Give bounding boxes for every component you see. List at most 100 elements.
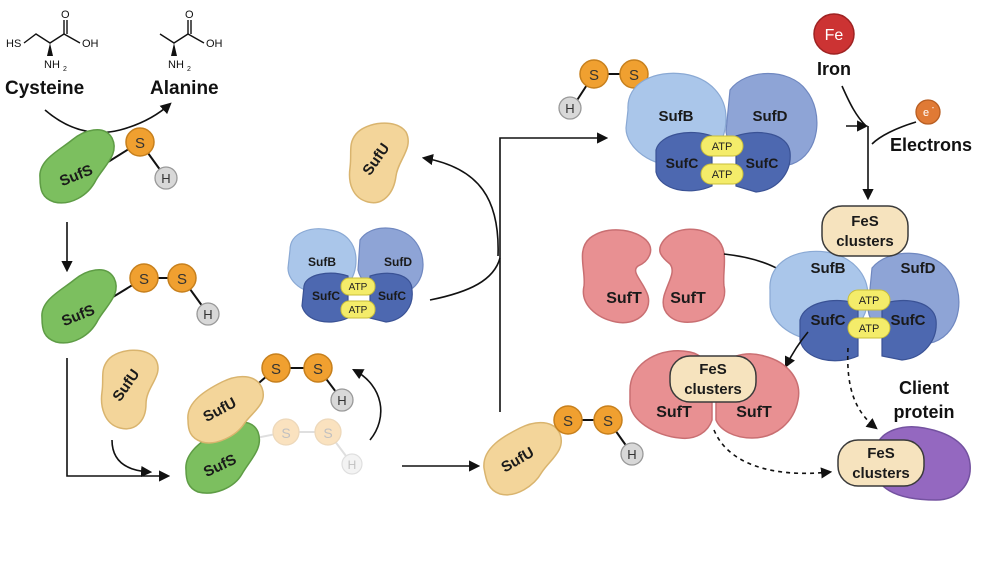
cysteine-structure: HS O OH NH 2 Cysteine [5,9,99,99]
sufu-free-left: SufU [100,349,159,430]
iron-label: Iron [817,59,851,79]
hydrogen-atom [196,302,220,326]
sulfur-atom [579,59,609,89]
fes-cluster [837,439,925,487]
top-sufbcd-complex: S S H SufB SufD SufC SufC ATP ATP [558,59,818,193]
atp-molecule [847,317,891,339]
sufd-label: SufD [384,255,412,269]
svg-text:2: 2 [187,66,191,73]
sufc-label: SufC [312,289,340,303]
sufc-subunit [799,299,859,362]
hydrogen-atom [620,442,644,466]
svg-text:S: S [603,413,613,430]
atp-molecule [847,289,891,311]
sufs-protein [41,269,117,344]
client-label: Client [899,378,949,398]
client-protein: Client protein FeS clusters [837,378,971,501]
sufu-free-top: SufU [348,122,409,204]
svg-text:H: H [348,458,357,472]
sulfur-atom [593,405,623,435]
sulfur-atom [553,405,583,435]
svg-text:S: S [135,135,145,152]
cysteine-to-alanine-arrow [44,102,172,134]
svg-text:S: S [281,425,290,441]
hs-group: HS [6,38,21,50]
svg-text:S: S [139,271,149,288]
svg-text:S: S [271,361,281,378]
atp-molecule [340,300,376,319]
atp-label: ATP [712,169,733,181]
svg-text:S: S [313,361,323,378]
transfer-curved-arrow [352,368,382,441]
sufc-subunit [369,272,413,323]
iron-input: Fe Iron [813,13,855,79]
oxygen-atom-1: O [61,9,70,21]
suft-protein [581,229,652,324]
fes-cluster-label: clusters [836,233,894,250]
oxygen-atom-2: O [185,9,194,21]
svg-text:S: S [589,67,599,84]
complex-to-junction-line [429,257,501,301]
sufu-protein [348,122,409,204]
atp-molecule [700,163,744,185]
svg-text:-: - [932,103,935,112]
electron-icon [915,99,941,125]
sufb-label: SufB [811,260,846,277]
suft-to-client-dashed-arrow [713,429,833,479]
fes-cluster [821,205,909,257]
sufc-label: SufC [811,312,846,329]
oh-group-1: OH [82,38,99,50]
complex-to-suft-arrow [784,331,809,369]
amine-group-2: NH [168,59,184,71]
svg-text:S: S [563,413,573,430]
electrons-label: Electrons [890,135,972,155]
atp-label: ATP [349,282,368,293]
sufu-protein [187,375,265,444]
faded-persulfide: S S H [245,418,363,475]
amine-group-1: NH [44,59,60,71]
atp-label: ATP [349,305,368,316]
suft-label: SufT [736,404,772,421]
fes-cluster-label: clusters [684,381,742,398]
sulfur-atom [261,353,291,383]
fes-cluster-label: clusters [852,465,910,482]
sufu-join-arrow [111,439,153,478]
sufd-label: SufD [901,260,936,277]
svg-text:H: H [161,171,170,186]
svg-text:H: H [565,101,574,116]
suft-label: SufT [670,290,706,307]
fes-cluster [669,355,757,403]
elbow-arrow-to-transfer [66,358,171,482]
sufs-persulfide-1: SufS S H [39,127,178,204]
fes-cluster-label: FeS [699,361,727,378]
iron-atom [813,13,855,55]
alanine-label: Alanine [150,78,219,99]
client-label: protein [894,402,955,422]
atp-label: ATP [712,141,733,153]
oh-group-2: OH [206,38,223,50]
fes-cluster-label: FeS [867,445,895,462]
sulfur-atom [167,263,197,293]
suft-label: SufT [656,404,692,421]
sufu-persulfide: SufU S S H [483,405,644,496]
sufc-label: SufC [746,155,779,171]
sufs-protein [39,129,115,204]
sufu-protein [100,349,159,430]
complex-to-client-dashed-arrow [846,347,878,430]
sulfur-atom [125,127,155,157]
fes-cluster-label: FeS [851,213,879,230]
electron-line [871,121,917,145]
svg-text:S: S [323,425,332,441]
svg-text:H: H [337,393,346,408]
iron-symbol: Fe [825,27,844,44]
svg-text:S: S [629,67,639,84]
sufc-subunit [655,131,713,192]
sufd-label: SufD [753,108,788,125]
suft-dimer-free: SufT SufT [581,228,726,324]
sufu-to-complex-arrow [499,132,609,412]
sufb-label: SufB [659,108,694,125]
electron-input: e - Electrons [890,99,972,155]
alanine-structure: O OH NH 2 Alanine [150,9,223,99]
atp-label: ATP [859,295,880,307]
